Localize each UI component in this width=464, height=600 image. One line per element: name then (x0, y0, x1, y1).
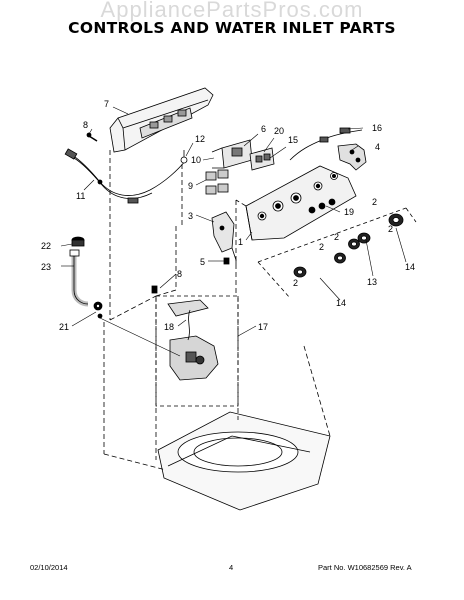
callout-21: 21 (59, 322, 69, 332)
callout-6: 6 (261, 124, 266, 134)
footer-page-number: 4 (229, 563, 234, 572)
wire-harness (64, 148, 187, 204)
screw-lid-switch (223, 257, 230, 265)
callout-23: 23 (41, 262, 51, 272)
knob-right-upper (357, 232, 371, 244)
control-board (211, 139, 253, 169)
knob-right-mid (348, 238, 360, 250)
callout-10: 10 (191, 155, 201, 165)
callout-2-a: 2 (372, 197, 377, 207)
callout-11: 11 (76, 191, 85, 201)
knob-lower-mid (334, 252, 346, 264)
grommet (93, 301, 103, 319)
lid-switch-bracket (211, 211, 237, 264)
switch-assembly (249, 147, 275, 171)
callout-7: 7 (104, 99, 109, 109)
callout-13: 13 (367, 277, 377, 287)
callout-2-d: 2 (319, 242, 324, 252)
callout-8-lower: 8 (177, 269, 182, 279)
callout-12: 12 (195, 134, 205, 144)
callout-2-b: 2 (388, 224, 393, 234)
callout-3: 3 (188, 211, 193, 221)
callout-2-c: 2 (334, 232, 339, 242)
screw-top (86, 132, 98, 142)
control-panel (245, 165, 357, 241)
console-housing (109, 87, 214, 153)
cable-wire (289, 127, 363, 161)
harness-clip (180, 150, 188, 164)
cabinet-top (157, 411, 331, 511)
callout-2-e: 2 (293, 278, 298, 288)
callout-9: 9 (188, 181, 193, 191)
page-title: CONTROLS AND WATER INLET PARTS (68, 19, 396, 37)
callout-14-lower: 14 (336, 298, 346, 308)
footer-date: 02/10/2014 (30, 563, 68, 572)
callout-14-right: 14 (405, 262, 415, 272)
callout-16: 16 (372, 123, 382, 133)
callout-20: 20 (274, 126, 284, 136)
callout-labels: 7 8 11 12 10 6 20 15 16 4 9 3 5 1 19 2 2… (41, 99, 415, 332)
callout-17: 17 (258, 322, 268, 332)
callout-18: 18 (164, 322, 174, 332)
water-valve-assembly (155, 295, 239, 407)
screw-lower (151, 285, 158, 294)
callout-22: 22 (41, 241, 51, 251)
callout-8-top: 8 (83, 120, 88, 130)
knob-lower-left (293, 266, 307, 278)
footer-part-number: Part No. W10682569 Rev. A (318, 563, 412, 572)
watermark: AppliancePartsPros.com (100, 0, 364, 22)
water-inlet-cap (71, 236, 85, 247)
callout-5: 5 (200, 257, 205, 267)
callout-4: 4 (375, 142, 380, 152)
callout-15: 15 (288, 135, 298, 145)
switch-knobs-group (205, 169, 229, 195)
mounting-bracket (337, 143, 367, 171)
water-inlet-hose (69, 249, 89, 307)
knob-large-right (388, 213, 404, 227)
callout-1: 1 (238, 237, 243, 247)
callout-19: 19 (344, 207, 354, 217)
